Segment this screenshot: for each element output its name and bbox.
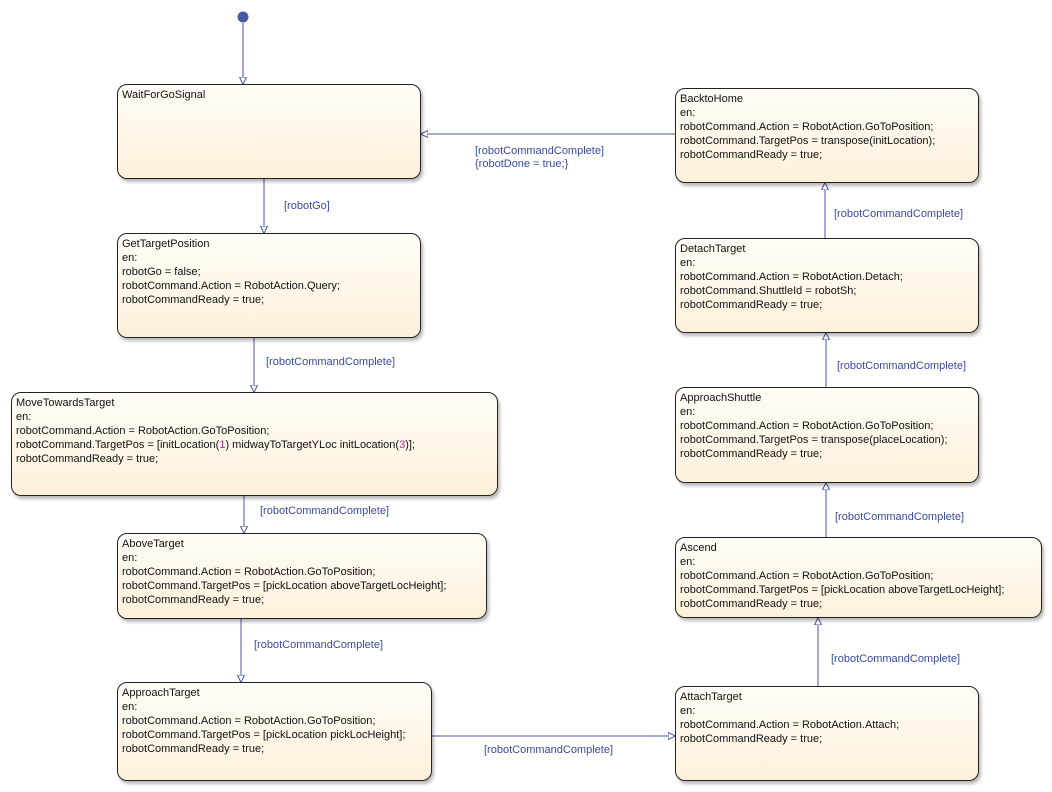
state-name: GetTargetPosition <box>122 238 210 250</box>
state-action-line: robotCommandReady = true; <box>680 598 823 610</box>
state-ascend[interactable]: Ascend en: robotCommand.Action = RobotAc… <box>675 537 1042 618</box>
state-action-line: robotCommand.TargetPos = [initLocation(1… <box>16 438 493 452</box>
state-action-line: en: <box>680 107 696 119</box>
transition-label-wait-gettarget[interactable]: [robotGo] <box>284 200 330 212</box>
state-action-line: robotCommand.TargetPos = [pickLocation a… <box>680 584 1005 596</box>
transition-label-approachtarget-attach[interactable]: [robotCommandComplete] <box>484 744 614 756</box>
transition-label-approachshuttle-detach[interactable]: [robotCommandComplete] <box>837 360 967 372</box>
state-action-line: robotCommand.Action = RobotAction.GoToPo… <box>680 121 934 133</box>
state-action-line: robotCommand.Action = RobotAction.Attach… <box>680 719 900 731</box>
transition-label-attach-ascend[interactable]: [robotCommandComplete] <box>831 653 961 665</box>
code-text: ) midwayToTargetYLoc initLocation( <box>225 439 400 451</box>
transition-label-movetowards-above[interactable]: [robotCommandComplete] <box>260 505 390 517</box>
state-action-line: robotCommand.TargetPos = [pickLocation p… <box>122 729 406 741</box>
state-name: Ascend <box>680 542 717 554</box>
transition-label-ascend-approachshuttle[interactable]: [robotCommandComplete] <box>835 511 965 523</box>
state-action-line: robotCommand.TargetPos = transpose(place… <box>680 434 948 446</box>
state-above-target[interactable]: AboveTarget en: robotCommand.Action = Ro… <box>117 533 487 619</box>
state-action-line: robotCommandReady = true; <box>680 299 823 311</box>
state-back-to-home[interactable]: BacktoHome en: robotCommand.Action = Rob… <box>675 88 979 183</box>
state-attach-target[interactable]: AttachTarget en: robotCommand.Action = R… <box>675 686 979 781</box>
state-name: WaitForGoSignal <box>122 89 206 101</box>
state-name: BacktoHome <box>680 93 743 105</box>
state-get-target-position[interactable]: GetTargetPosition en: robotGo = false; r… <box>117 233 421 338</box>
state-name: MoveTowardsTarget <box>16 397 115 409</box>
state-action-line: en: <box>122 252 138 264</box>
state-name: AboveTarget <box>122 538 184 550</box>
state-name: AttachTarget <box>680 691 742 703</box>
state-detach-target[interactable]: DetachTarget en: robotCommand.Action = R… <box>675 238 979 333</box>
state-action-line: robotCommandReady = true; <box>122 743 265 755</box>
state-action-line: robotCommand.Action = RobotAction.GoToPo… <box>680 570 934 582</box>
state-action-line: en: <box>16 411 32 423</box>
state-action-line: robotCommandReady = true; <box>680 149 823 161</box>
code-number: 3 <box>399 439 406 451</box>
state-action-line: en: <box>680 406 696 418</box>
state-approach-target[interactable]: ApproachTarget en: robotCommand.Action =… <box>117 682 432 781</box>
state-action-line: robotCommandReady = true; <box>680 448 823 460</box>
state-action-line: robotCommand.TargetPos = [pickLocation a… <box>122 580 447 592</box>
state-action-line: en: <box>680 257 696 269</box>
state-action-line: robotCommandReady = true; <box>122 294 265 306</box>
state-action-line: en: <box>680 705 696 717</box>
code-text: robotCommand.TargetPos = [initLocation( <box>16 439 220 451</box>
code-text: )]; <box>405 439 415 451</box>
code-number: 1 <box>219 439 226 451</box>
default-transition-dot <box>237 11 249 23</box>
state-action-line: robotCommand.TargetPos = transpose(initL… <box>680 135 936 147</box>
state-move-towards-target[interactable]: MoveTowardsTarget en: robotCommand.Actio… <box>11 392 498 496</box>
state-action-line: robotCommand.Action = RobotAction.Query; <box>122 280 340 292</box>
state-action-line: robotCommand.Action = RobotAction.GoToPo… <box>122 715 376 727</box>
state-action-line: en: <box>122 701 138 713</box>
transition-label-gettarget-movetowards[interactable]: [robotCommandComplete] <box>266 356 396 368</box>
state-action-line: robotCommand.Action = RobotAction.Detach… <box>680 271 903 283</box>
transition-label-backhome-wait-action[interactable]: {robotDone = true;} <box>475 158 569 170</box>
state-action-line: en: <box>680 556 696 568</box>
state-action-line: robotCommandReady = true; <box>16 453 159 465</box>
state-action-line: robotCommand.Action = RobotAction.GoToPo… <box>680 420 934 432</box>
state-action-line: robotCommand.Action = RobotAction.GoToPo… <box>122 566 376 578</box>
state-name: DetachTarget <box>680 243 746 255</box>
state-name: ApproachTarget <box>122 687 200 699</box>
state-action-line: robotCommand.Action = RobotAction.GoToPo… <box>16 425 270 437</box>
state-wait-for-go-signal[interactable]: WaitForGoSignal <box>117 84 421 179</box>
state-action-line: robotCommandReady = true; <box>680 733 823 745</box>
state-action-line: robotCommandReady = true; <box>122 594 265 606</box>
state-action-line: robotGo = false; <box>122 266 201 278</box>
state-approach-shuttle[interactable]: ApproachShuttle en: robotCommand.Action … <box>675 387 979 483</box>
state-action-line: robotCommand.ShuttleId = robotSh; <box>680 285 857 297</box>
transition-label-above-approachtarget[interactable]: [robotCommandComplete] <box>254 639 384 651</box>
transition-label-backhome-wait-condition[interactable]: [robotCommandComplete] <box>475 145 605 157</box>
state-name: ApproachShuttle <box>680 392 762 404</box>
transition-label-detach-backhome[interactable]: [robotCommandComplete] <box>834 208 964 220</box>
state-action-line: en: <box>122 552 138 564</box>
